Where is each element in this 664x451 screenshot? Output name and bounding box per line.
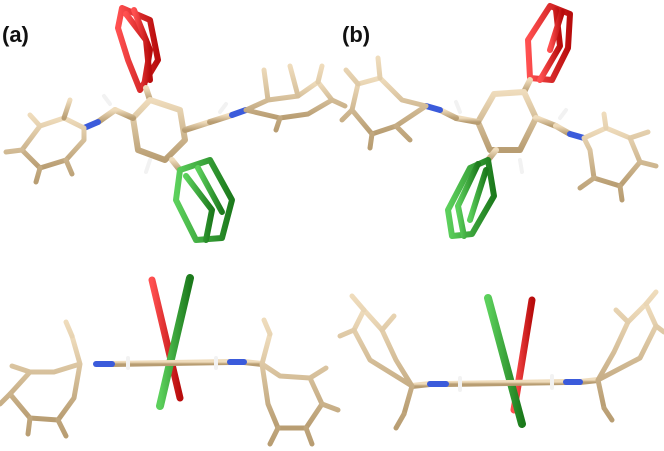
- red-ring-edge-a: [148, 276, 184, 402]
- left-phenyl-side-a: [0, 319, 83, 439]
- molecule-a-side: [0, 274, 341, 447]
- green-ring-edge-b: [484, 294, 526, 428]
- green-phenyl-ring-a: [169, 157, 235, 243]
- right-phenyl-a: [243, 63, 348, 133]
- left-phenyl-a: [3, 97, 87, 185]
- molecule-a-top: [3, 5, 348, 243]
- green-ring-edge-a: [156, 274, 194, 410]
- central-ring-a: [95, 97, 235, 163]
- red-phenyl-ring-a: [115, 5, 161, 93]
- right-phenyl-b: [577, 111, 659, 203]
- panel-label-a: (a): [2, 22, 29, 47]
- hydrogens-b: [454, 100, 568, 174]
- left-phenyl-b: [339, 55, 429, 151]
- molecule-b-top: [339, 3, 659, 239]
- right-phenyl-side-b: [595, 289, 664, 423]
- right-phenyl-side-a: [259, 317, 341, 447]
- red-phenyl-ring-b: [525, 3, 573, 83]
- hydrogens-a: [102, 94, 228, 174]
- central-ring-b: [437, 89, 573, 153]
- molecule-b-side: [337, 289, 664, 431]
- green-phenyl-ring-b: [445, 147, 499, 239]
- panel-label-b: (b): [342, 22, 371, 47]
- nitrogen-left-a: [81, 119, 101, 131]
- left-phenyl-side-b: [337, 293, 415, 431]
